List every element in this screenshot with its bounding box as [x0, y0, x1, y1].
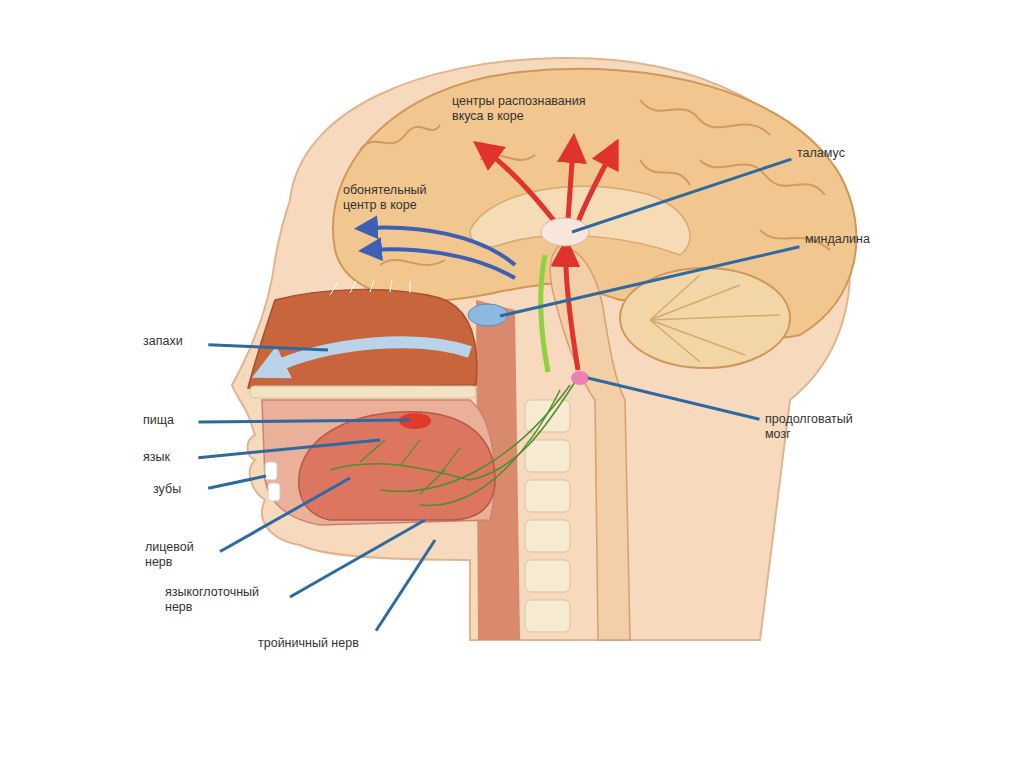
brain-gyrus	[380, 260, 445, 265]
nerve	[330, 382, 575, 480]
part-label: центры распознавания вкуса в коре	[452, 94, 592, 124]
odour-arrow	[268, 342, 470, 370]
vertebra	[525, 600, 570, 632]
leader-line	[376, 540, 435, 631]
palate	[250, 386, 476, 398]
taste-arrow	[566, 252, 578, 370]
medulla-spot	[571, 371, 589, 385]
green-pathway	[541, 255, 548, 372]
leader-line	[199, 420, 411, 422]
part-label: зубы	[153, 482, 203, 497]
part-label: таламус	[797, 146, 877, 161]
leader-line	[500, 247, 799, 316]
leader-line	[198, 440, 380, 458]
part-label: запахи	[143, 334, 203, 349]
part-label: языкоглоточный нерв	[165, 585, 280, 615]
part-label: миндалина	[805, 232, 895, 247]
leader-line	[208, 476, 266, 488]
vertebra	[525, 480, 570, 512]
thalamus	[541, 218, 589, 246]
part-label: лицевой нерв	[145, 540, 215, 570]
leader-line	[220, 478, 350, 552]
part-label: тройничный нерв	[258, 636, 388, 651]
leader-line	[208, 345, 328, 350]
part-label: продолговатый мозг	[765, 412, 875, 442]
olfactory-arrow	[370, 249, 515, 278]
brain-gyrus	[480, 155, 535, 160]
taste-arrow	[578, 152, 612, 222]
taste-arrow	[485, 150, 555, 222]
leader-line	[588, 378, 760, 419]
tooth	[268, 483, 280, 501]
olfactory-arrow	[366, 227, 515, 265]
brainstem	[550, 245, 630, 640]
brain-gyrus	[360, 125, 440, 150]
leader-line	[572, 159, 791, 232]
tooth	[265, 462, 277, 480]
brain-gyrus	[700, 160, 825, 195]
part-label: обонятельный центр в коре	[343, 183, 438, 213]
nerve	[420, 390, 560, 505]
mouth-cavity	[262, 400, 495, 525]
tongue	[299, 412, 495, 520]
cerebellum-folia	[650, 275, 780, 362]
nasal-cavity	[248, 290, 477, 388]
vertebra	[525, 560, 570, 592]
brain-gyrus	[640, 160, 690, 185]
limbic-region	[470, 186, 690, 255]
nerve	[380, 385, 570, 491]
part-label: пища	[143, 413, 193, 428]
nerve-branch	[360, 440, 460, 494]
olfactory-fibers	[330, 280, 410, 295]
vertebra	[525, 400, 570, 432]
brain-gyrus	[640, 100, 770, 135]
vertebra	[525, 440, 570, 472]
taste-arrow	[568, 148, 573, 220]
part-label: язык	[143, 450, 193, 465]
vertebra	[525, 520, 570, 552]
